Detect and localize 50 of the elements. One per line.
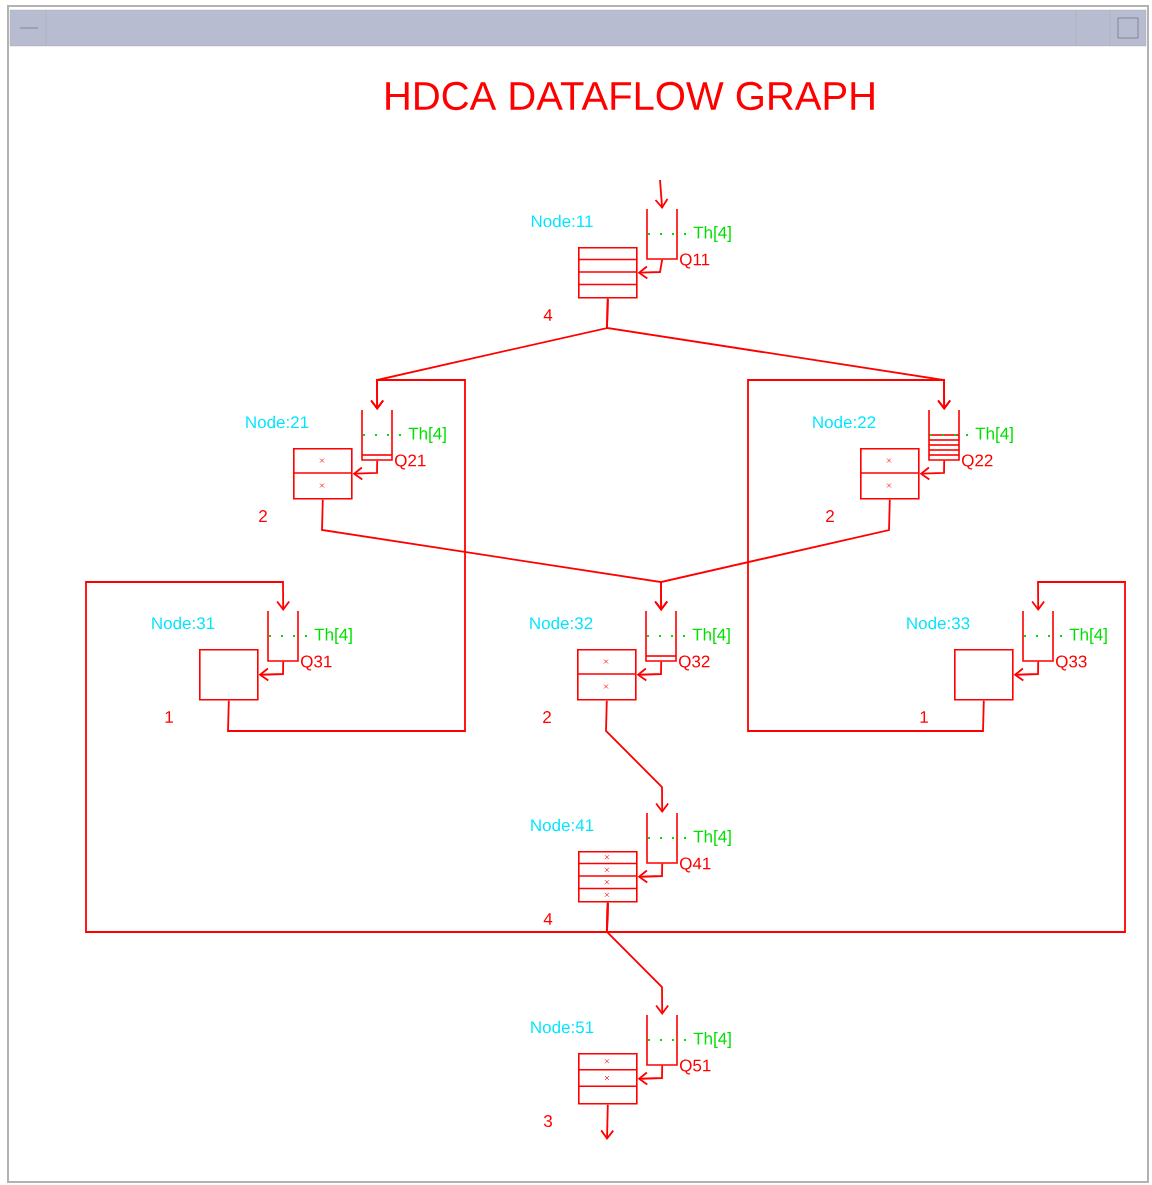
arrow bbox=[747, 379, 985, 732]
node-label: 2 bbox=[543, 711, 551, 723]
node-label: Node:11 bbox=[531, 214, 593, 228]
arrow bbox=[654, 498, 891, 611]
processor-box: Node:22 2 bbox=[813, 415, 920, 522]
processor-box: Node:51 3 bbox=[531, 1020, 638, 1128]
threshold-label: Th[4] bbox=[1069, 628, 1107, 644]
node-label: Node:31 bbox=[152, 616, 215, 630]
node-label: Node:21 bbox=[246, 415, 309, 429]
node-label: 2 bbox=[826, 510, 834, 522]
processor-box: Node:11 4 bbox=[531, 214, 638, 321]
arrow bbox=[636, 660, 663, 682]
title: HDCA DATAFLOW GRAPH bbox=[386, 81, 874, 111]
arrow bbox=[605, 699, 670, 813]
processor-box: Node:33 1 bbox=[907, 616, 1014, 723]
node-label: Node:41 bbox=[531, 818, 594, 832]
threshold-label: Th[4] bbox=[692, 628, 730, 644]
processor-box: Node:41 4 bbox=[531, 818, 638, 925]
arrow bbox=[606, 581, 1126, 933]
arrow bbox=[637, 1064, 664, 1086]
arrow bbox=[1013, 660, 1040, 682]
threshold-label: Th[4] bbox=[975, 427, 1013, 443]
node-label: 1 bbox=[920, 711, 928, 723]
node-label: Node:22 bbox=[813, 415, 876, 429]
arrow bbox=[600, 1103, 615, 1140]
node-label: 4 bbox=[543, 309, 553, 321]
arrow bbox=[637, 862, 664, 884]
arrow bbox=[606, 901, 670, 1015]
arrow bbox=[85, 581, 609, 933]
node-label: 2 bbox=[259, 510, 267, 522]
threshold-label: Th[4] bbox=[693, 1032, 731, 1048]
arrow bbox=[919, 459, 946, 481]
arrow bbox=[352, 459, 379, 481]
node-label: 3 bbox=[543, 1114, 552, 1128]
arrow bbox=[637, 258, 664, 280]
threshold-label: Th[4] bbox=[408, 427, 446, 443]
processor-box: Node:31 1 bbox=[152, 616, 259, 723]
node-label: Node:51 bbox=[531, 1020, 594, 1034]
node-label: Node:32 bbox=[530, 616, 593, 630]
threshold-label: Th[4] bbox=[314, 628, 352, 644]
arrow bbox=[258, 660, 285, 682]
processor-box: Node:21 2 bbox=[246, 415, 353, 522]
node-label: 4 bbox=[543, 913, 553, 925]
arrow bbox=[227, 379, 466, 732]
node-label: Node:33 bbox=[907, 616, 970, 630]
threshold-label: Th[4] bbox=[693, 830, 731, 846]
processor-box: Node:32 2 bbox=[530, 616, 637, 723]
threshold-label: Th[4] bbox=[693, 226, 731, 242]
arrow bbox=[654, 179, 669, 209]
node-label: 1 bbox=[165, 711, 173, 723]
